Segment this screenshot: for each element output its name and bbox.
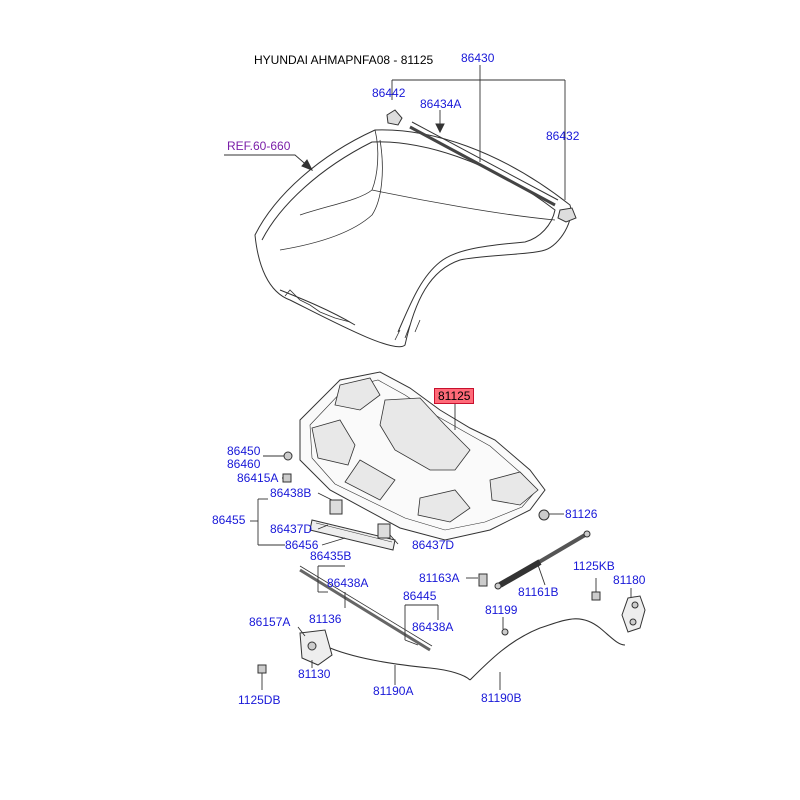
part-81199[interactable]: 81199 xyxy=(485,603,518,617)
cable-clip-81199 xyxy=(501,628,509,636)
part-86442[interactable]: 86442 xyxy=(372,86,406,100)
part-86455[interactable]: 86455 xyxy=(212,513,246,527)
latch-81130 xyxy=(299,629,333,666)
clip-86450 xyxy=(283,451,293,461)
part-81125-highlighted[interactable]: 81125 xyxy=(434,388,475,404)
part-81190a[interactable]: 81190A xyxy=(373,684,414,698)
bracket-86435b xyxy=(317,565,346,608)
part-86432[interactable]: 86432 xyxy=(546,129,580,143)
bracket-86430 xyxy=(391,65,566,200)
hood-insulator xyxy=(299,371,546,541)
part-81180[interactable]: 81180 xyxy=(613,573,646,587)
leader-86157a xyxy=(297,626,306,637)
leader-81161b xyxy=(537,564,546,586)
part-86437d-left[interactable]: 86437D xyxy=(270,522,313,536)
part-81161b[interactable]: 81161B xyxy=(518,585,559,599)
part-86435b[interactable]: 86435B xyxy=(310,549,352,563)
seal-end-cap-left xyxy=(386,109,403,126)
part-86438a-1[interactable]: 86438A xyxy=(327,576,369,590)
gas-lifter xyxy=(494,530,591,590)
bracket-86445 xyxy=(404,604,439,646)
part-86460[interactable]: 86460 xyxy=(227,457,261,471)
part-86438a-2[interactable]: 86438A xyxy=(412,620,454,634)
cable-81190b xyxy=(469,618,626,681)
clip-86415a xyxy=(282,473,292,483)
part-86157a[interactable]: 86157A xyxy=(249,615,291,629)
part-86434a[interactable]: 86434A xyxy=(420,97,462,111)
hood-panel xyxy=(254,129,572,348)
clip-81126 xyxy=(538,509,550,521)
part-81126[interactable]: 81126 xyxy=(565,507,598,521)
part-81190b[interactable]: 81190B xyxy=(481,691,522,705)
cable-81190a xyxy=(329,647,471,681)
part-1125db[interactable]: 1125DB xyxy=(238,693,281,707)
diagram-title: HYUNDAI AHMAPNFA08 - 81125 xyxy=(254,53,434,67)
bolt-81163a xyxy=(478,573,488,587)
ref-60-660[interactable]: REF.60-660 xyxy=(227,139,291,153)
bolt-1125kb xyxy=(591,591,601,601)
part-1125kb[interactable]: 1125KB xyxy=(573,559,615,573)
part-86438b[interactable]: 86438B xyxy=(270,486,312,500)
hood-molding xyxy=(309,499,396,551)
part-86456[interactable]: 86456 xyxy=(285,538,319,552)
bracket-86455 xyxy=(250,492,399,546)
part-86437d-right[interactable]: 86437D xyxy=(412,538,455,552)
part-86450[interactable]: 86450 xyxy=(227,444,261,458)
ref-leader xyxy=(224,154,311,169)
part-81136[interactable]: 81136 xyxy=(309,612,342,626)
part-86445[interactable]: 86445 xyxy=(403,589,437,603)
arrow-86434a xyxy=(435,123,445,134)
latch-81180 xyxy=(621,595,646,633)
ref-arrow xyxy=(301,159,314,171)
weatherstrip xyxy=(409,121,559,207)
part-86415a[interactable]: 86415A xyxy=(237,471,279,485)
seal-end-cap-right xyxy=(557,207,577,223)
part-81130[interactable]: 81130 xyxy=(298,667,331,681)
part-81163a[interactable]: 81163A xyxy=(419,571,460,585)
bolt-1125db xyxy=(257,664,267,674)
part-86430[interactable]: 86430 xyxy=(461,51,495,65)
stay-rod xyxy=(299,565,433,652)
